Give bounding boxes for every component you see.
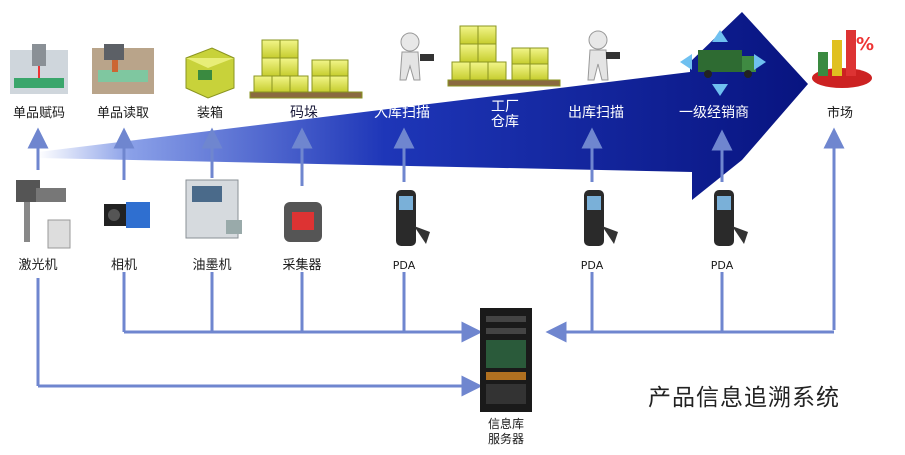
server-label: 信息库服务器 (487, 417, 525, 446)
stage-label-boxing: 装箱 (196, 106, 224, 121)
device-label-collector: 采集器 (282, 258, 322, 273)
server-connectors (36, 272, 834, 397)
outbound-scan-icon (587, 30, 620, 81)
server-rack-icon (480, 308, 532, 412)
factory-warehouse-icon (447, 25, 561, 87)
product-reading-icon (92, 44, 154, 94)
device-label-pda-3: PDA (710, 259, 734, 272)
device-label-camera: 相机 (110, 258, 138, 273)
upward-connectors (27, 127, 845, 330)
stage-label-market: 市场 (826, 106, 854, 121)
stage-label-outbound-scan: 出库扫描 (568, 105, 624, 121)
inkjet-printer-icon (185, 179, 242, 239)
laser-coding-icon (10, 44, 68, 94)
boxing-icon (185, 47, 235, 99)
device-label-inkjet: 油墨机 (192, 258, 232, 273)
stage-label-single-coding: 单品赋码 (12, 106, 66, 121)
laser-machine-icon (16, 180, 71, 249)
stage-label-inbound-scan: 入库扫描 (374, 105, 430, 121)
stage-label-palletizing: 码垛 (290, 105, 318, 121)
flow-arrow (38, 12, 808, 200)
stage-label-single-read: 单品读取 (96, 106, 150, 121)
device-label-laser: 激光机 (18, 258, 58, 273)
distributor-truck-icon (680, 30, 766, 96)
inbound-scan-icon (399, 32, 434, 81)
pda-icon (714, 190, 748, 246)
palletizing-icon (249, 39, 363, 99)
market-icon: % (812, 30, 874, 88)
stage-label-distributor: 一级经销商 (679, 105, 749, 121)
pda-icon (396, 190, 430, 246)
pda-icon (584, 190, 618, 246)
svg-text:%: % (856, 34, 874, 55)
stage-label-factory-warehouse: 工厂仓库 (491, 99, 519, 130)
device-label-pda-1: PDA (392, 259, 416, 272)
device-label-pda-2: PDA (580, 259, 604, 272)
diagram-caption: 产品信息追溯系统 (648, 385, 840, 411)
camera-icon (104, 202, 150, 228)
collector-icon (284, 202, 322, 242)
